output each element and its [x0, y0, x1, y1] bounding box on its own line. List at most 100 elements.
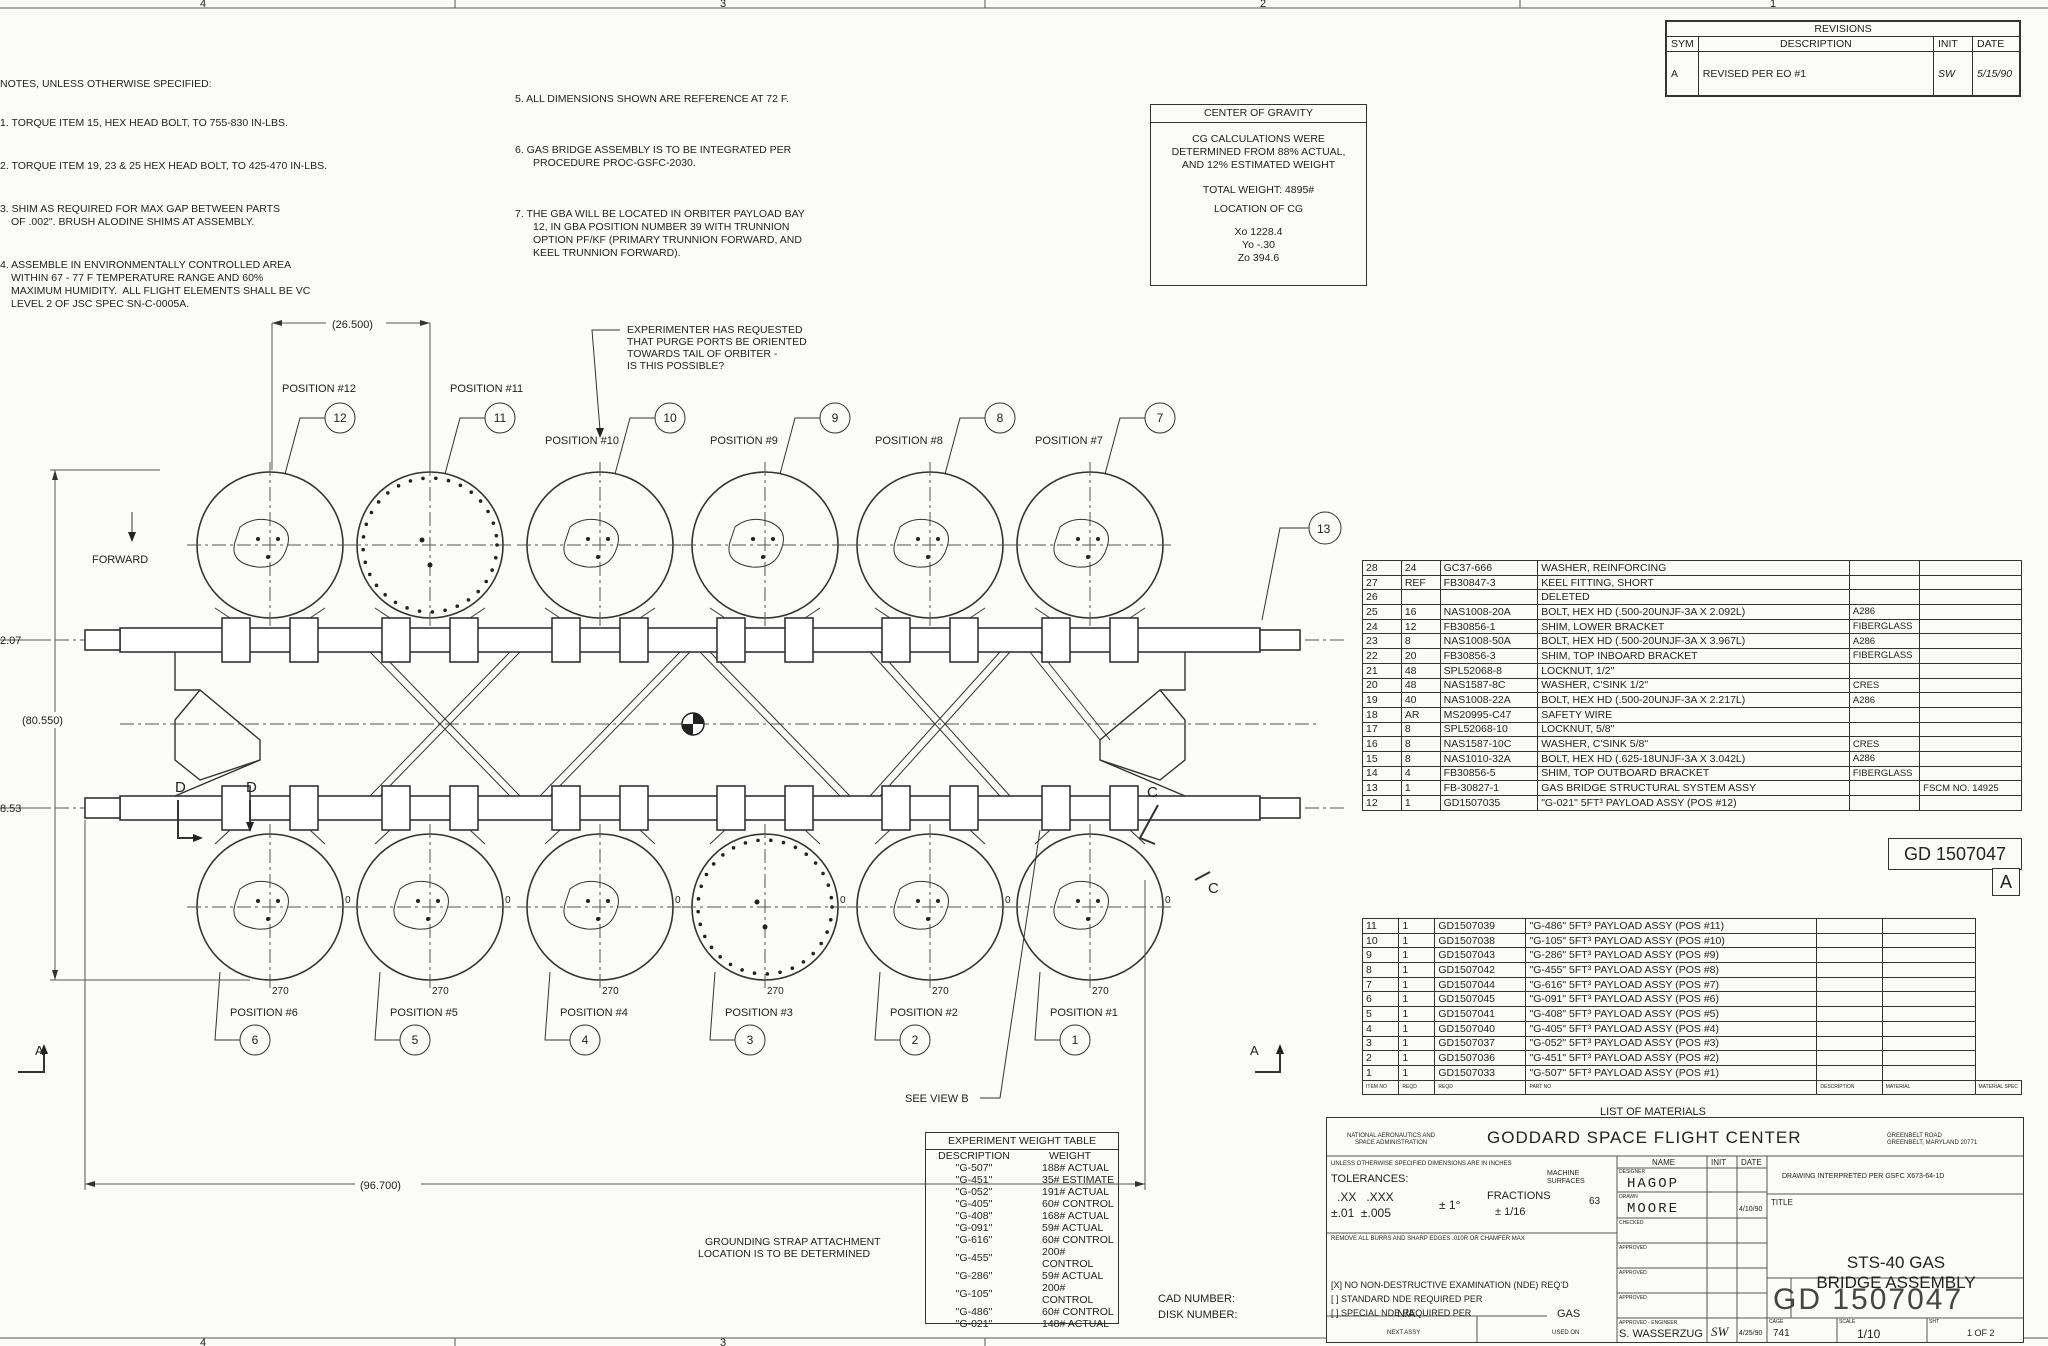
bom-cell: "G-021" 5FT³ PAYLOAD ASSY (POS #12) — [1537, 795, 1850, 811]
position-balloon: 6 — [214, 971, 271, 1056]
position-label: POSITION #8 — [875, 435, 943, 447]
bom-cell — [1881, 947, 1976, 964]
revision-init: SW — [1933, 51, 1973, 96]
bom-cell — [1919, 736, 2022, 752]
bom-cell: 19 — [1362, 692, 1402, 708]
revisions-header: INIT — [1933, 36, 1973, 52]
angle-label-0: 0 — [840, 895, 846, 906]
bom-cell: GD1507035 — [1439, 795, 1539, 811]
bom-cell: REF — [1400, 574, 1441, 591]
revisions-header: DATE — [1972, 36, 2020, 52]
bom-cell: "G-616" 5FT³ PAYLOAD ASSY (POS #7) — [1525, 976, 1818, 993]
mounting-bracket — [709, 785, 821, 845]
payload-canister — [187, 785, 353, 990]
fractions-tolerance: ± 1/16 — [1495, 1206, 1526, 1218]
grounding-note-line: LOCATION IS TO BE DETERMINED — [698, 1248, 871, 1260]
weight-value: 168# ACTUAL — [1042, 1210, 1110, 1222]
payload-canister — [682, 785, 848, 990]
weight-description: "G-455" — [955, 1252, 993, 1264]
engineer-label: APPROVED - ENGINEER — [1619, 1320, 1678, 1326]
zone-label: 1 — [1770, 0, 1776, 10]
bom-cell: 8 — [1400, 633, 1441, 650]
position-label: POSITION #4 — [560, 1007, 628, 1019]
position-label: POSITION #6 — [230, 1007, 298, 1019]
note-7: 7. THE GBA WILL BE LOCATED IN ORBITER PA… — [515, 208, 805, 259]
note-2: 2. TORQUE ITEM 19, 23 & 25 HEX HEAD BOLT… — [0, 160, 327, 172]
bom-cell: FB30856-5 — [1439, 765, 1539, 782]
angle-label-270: 270 — [432, 986, 449, 997]
view-a-label: A — [35, 1043, 44, 1058]
bom-cell: A286 — [1848, 692, 1921, 708]
bom-cell: A286 — [1848, 604, 1921, 620]
bom-cell — [1919, 633, 2022, 650]
bom-cell: 21 — [1362, 662, 1402, 679]
bom-cell: 25 — [1362, 604, 1402, 620]
bom-cell: FB30856-3 — [1439, 648, 1539, 664]
nde-options: [X] NO NON-DESTRUCTIVE EXAMINATION (NDE)… — [1331, 1280, 1569, 1318]
bom-cell: 11 — [1361, 918, 1400, 934]
bom-cell: 8 — [1400, 736, 1441, 752]
revision-sym: A — [1666, 51, 1699, 96]
mounting-bracket — [374, 785, 486, 845]
bom-cell: SHIM, TOP INBOARD BRACKET — [1537, 648, 1850, 664]
position-balloon: 12 — [284, 402, 356, 475]
bom-cell: 24 — [1362, 618, 1402, 635]
bom-cell — [1848, 721, 1921, 738]
bom-cell: GD1507040 — [1434, 1020, 1527, 1037]
bom-cell — [1848, 574, 1921, 591]
balloon-13: 13 — [1317, 522, 1331, 536]
mounting-bracket — [214, 607, 326, 663]
bom-cell — [1919, 795, 2022, 811]
payload-canister — [1007, 785, 1173, 990]
bom-cell: 1 — [1400, 780, 1441, 796]
designer-label: DESIGNER — [1619, 1169, 1646, 1175]
bom-cell: GC37-666 — [1439, 560, 1539, 576]
bom-cell: SAFETY WIRE — [1537, 706, 1850, 723]
bom-cell: 1 — [1361, 1064, 1400, 1081]
bom-cell — [1919, 706, 2022, 723]
weight-row: "G-507"188# ACTUAL — [926, 1162, 1118, 1174]
name-header: NAME — [1652, 1158, 1676, 1167]
weight-row: "G-455"200# CONTROL — [926, 1246, 1118, 1270]
position-balloon: 2 — [874, 971, 931, 1056]
position-balloon-number: 4 — [582, 1033, 589, 1047]
bom-cell: MS20995-C47 — [1439, 706, 1539, 723]
bom-cell: BOLT, HEX HD (.500-20UNJF-3A X 3.967L) — [1537, 633, 1850, 650]
bom-cell: 40 — [1400, 692, 1441, 708]
revision-date: 5/15/90 — [1972, 51, 2020, 96]
bom-cell — [1881, 1050, 1976, 1066]
bom-cell: 20 — [1362, 677, 1402, 694]
bom-cell: 8 — [1361, 962, 1400, 978]
angle-label-270: 270 — [932, 986, 949, 997]
payload-canister — [847, 462, 1013, 663]
interpretation-note: DRAWING INTERPRETED PER GSFC X673-64-1D — [1782, 1173, 1945, 1180]
engineer-date: 4/25/90 — [1739, 1330, 1763, 1337]
bom-cell — [1816, 1064, 1883, 1081]
bom-cell: SPL52068-10 — [1439, 721, 1539, 738]
bom-cell — [1919, 750, 2022, 767]
bom-legend-cell: DESCRIPTION — [1816, 1079, 1883, 1096]
bom-cell: 23 — [1362, 633, 1402, 650]
position-balloon-number: 10 — [663, 411, 677, 425]
bom-cell — [1919, 618, 2022, 635]
drawn-name: MOORE — [1627, 1201, 1680, 1217]
weight-table-title: EXPERIMENT WEIGHT TABLE — [926, 1133, 1118, 1150]
experimenter-note-line: IS THIS POSSIBLE? — [627, 360, 724, 372]
cg-coord: Xo 1228.4 — [1234, 226, 1283, 238]
position-balloon: 5 — [374, 971, 431, 1056]
bom-cell: 24 — [1400, 560, 1441, 576]
bom-cell: NAS1587-8C — [1439, 677, 1539, 694]
bom-cell: 8 — [1400, 721, 1441, 738]
bom-cell — [1881, 932, 1976, 949]
angle-label-270: 270 — [1092, 986, 1109, 997]
bom-cell: 5 — [1361, 1006, 1400, 1022]
bom-legend-cell: REQD — [1434, 1079, 1527, 1096]
